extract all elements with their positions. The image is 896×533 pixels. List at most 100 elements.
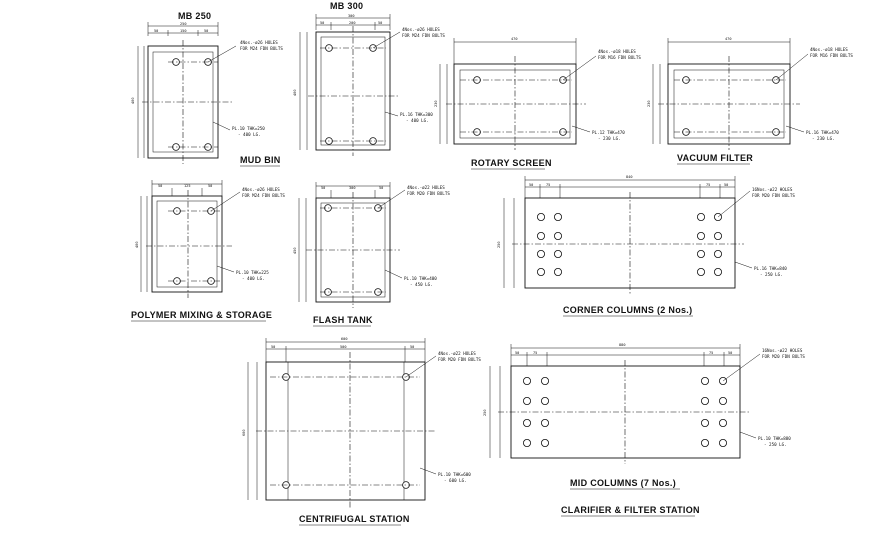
- detail-rotary-screen: 470 230 4Nos.-ø18 HOLES FOR M16 FDN BOLT…: [434, 37, 641, 170]
- dim-top-1: 50: [529, 183, 533, 187]
- anchor-hole: [523, 438, 532, 447]
- plate-note: PL.10 THK=400: [404, 276, 437, 281]
- title-centrifugal: CENTRIFUGAL STATION: [299, 514, 410, 524]
- plate-note: PL.10 THK=225: [236, 270, 269, 275]
- detail-mid-columns: 880 50 75 75 50 250 16Nos.-ø22 HOLES FOR…: [483, 343, 805, 517]
- dim-top-2: 125: [184, 184, 191, 188]
- dim-left-overall: 230: [647, 101, 651, 108]
- dim-top-overall: 840: [626, 175, 633, 179]
- header-mb-250: MB 250: [178, 11, 211, 21]
- detail-centrifugal: 600 50 500 50 600 4Nos.-ø22 HOLES FOR M2…: [242, 337, 481, 526]
- anchor-hole: [697, 212, 706, 221]
- detail-corner-columns: 840 50 75 75 50 250 16Nos.-ø22 HOLES FOR…: [497, 175, 795, 317]
- dim-top-2: 75: [546, 183, 550, 187]
- dim-top-overall: 470: [725, 37, 732, 41]
- dim-left-overall: 600: [242, 430, 246, 437]
- plate-note: PL.16 THK=840: [754, 266, 787, 271]
- dim-top-3: 50: [410, 345, 414, 349]
- anchor-hole: [719, 396, 728, 405]
- holes-note: 4Nos.-ø26 HOLES: [240, 40, 278, 45]
- anchor-hole: [523, 418, 532, 427]
- holes-note: 16Nos.-ø22 HOLES: [762, 348, 803, 353]
- plate-note: PL.16 THK=470: [806, 130, 839, 135]
- anchor-hole: [697, 249, 706, 258]
- dim-left-overall: 250: [483, 410, 487, 417]
- dim-top-2: 75: [533, 351, 537, 355]
- anchor-hole: [714, 267, 723, 276]
- dim-top-3: 50: [208, 184, 212, 188]
- dim-top-2: 500: [340, 345, 347, 349]
- dim-top-2: 200: [349, 21, 356, 25]
- plate-note: PL.10 THK=250: [232, 126, 265, 131]
- anchor-hole: [537, 267, 546, 276]
- bolts-note: FOR M20 FDN BOLTS: [762, 354, 805, 359]
- anchor-hole: [701, 438, 710, 447]
- title-mud-bin: MUD BIN: [240, 155, 281, 165]
- plate-note: PL.16 THK=300: [400, 112, 433, 117]
- size-note: - 600 LG.: [444, 478, 467, 483]
- detail-mud-bin: MB 250 250 50 150 50 400 4Nos.-ø26 HOLES…: [131, 11, 283, 167]
- dim-top-4: 75: [709, 351, 713, 355]
- size-note: - 250 LG.: [764, 442, 787, 447]
- header-mb-300: MB 300: [330, 1, 363, 11]
- plate-note: PL.10 THK=600: [438, 472, 471, 477]
- title-corner-columns: CORNER COLUMNS (2 Nos.): [563, 305, 692, 315]
- dim-top-1: 50: [320, 21, 324, 25]
- anchor-hole: [523, 376, 532, 385]
- dim-top-5: 50: [724, 183, 728, 187]
- anchor-hole: [701, 396, 710, 405]
- anchor-hole: [554, 212, 563, 221]
- holes-note: 4Nos.-ø22 HOLES: [407, 185, 445, 190]
- bolts-note: FOR M20 FDN BOLTS: [407, 191, 450, 196]
- dim-top-3: 50: [379, 186, 383, 190]
- size-note: - 250 LG.: [760, 272, 783, 277]
- dim-top-1: 50: [321, 186, 325, 190]
- anchor-hole: [541, 376, 550, 385]
- size-note: - 400 LG.: [406, 118, 429, 123]
- dim-left-overall: 400: [293, 90, 297, 97]
- dim-top-overall: 470: [511, 37, 518, 41]
- size-note: - 450 LG.: [410, 282, 433, 287]
- anchor-hole: [537, 249, 546, 258]
- size-note: - 230 LG.: [812, 136, 835, 141]
- size-note: - 400 LG.: [238, 132, 261, 137]
- dim-top-1: 50: [158, 184, 162, 188]
- anchor-hole: [554, 267, 563, 276]
- dim-top-1: 50: [271, 345, 275, 349]
- dim-top-overall: 600: [341, 337, 348, 341]
- plate-note: PL.10 THK=880: [758, 436, 791, 441]
- holes-note: 4Nos.-ø22 HOLES: [438, 351, 476, 356]
- dim-top-3: 50: [204, 29, 208, 33]
- dim-left-overall: 400: [135, 242, 139, 249]
- title-flash-tank: FLASH TANK: [313, 315, 373, 325]
- dim-top-1: 50: [154, 29, 158, 33]
- dim-top-2: 300: [349, 186, 356, 190]
- title-polymer: POLYMER MIXING & STORAGE: [131, 310, 272, 320]
- dim-top-4: 75: [706, 183, 710, 187]
- size-note: - 230 LG.: [598, 136, 621, 141]
- holes-note: 4Nos.-ø18 HOLES: [810, 47, 848, 52]
- dim-left-overall: 230: [434, 101, 438, 108]
- anchor-hole: [719, 438, 728, 447]
- title-clarifier: CLARIFIER & FILTER STATION: [561, 505, 700, 515]
- bolts-note: FOR M16 FDN BOLTS: [598, 55, 641, 60]
- dim-top-2: 150: [180, 29, 187, 33]
- anchor-hole: [537, 231, 546, 240]
- anchor-hole: [701, 376, 710, 385]
- dim-top-overall: 880: [619, 343, 626, 347]
- bolts-note: FOR M20 FDN BOLTS: [438, 357, 481, 362]
- bolts-note: FOR M24 FDN BOLTS: [242, 193, 285, 198]
- detail-polymer: 50 125 50 400 4Nos.-ø26 HOLES FOR M24 FD…: [131, 180, 285, 322]
- dim-left-overall: 250: [497, 242, 501, 249]
- holes-note: 4Nos.-ø18 HOLES: [598, 49, 636, 54]
- dim-left-overall: 450: [293, 248, 297, 255]
- anchor-hole: [697, 231, 706, 240]
- bolts-note: FOR M16 FDN BOLTS: [810, 53, 853, 58]
- anchor-hole: [697, 267, 706, 276]
- anchor-hole: [554, 231, 563, 240]
- plate-note: PL.12 THK=470: [592, 130, 625, 135]
- dim-top-1: 50: [515, 351, 519, 355]
- dim-top-5: 50: [728, 351, 732, 355]
- title-vacuum-filter: VACUUM FILTER: [677, 153, 753, 163]
- title-rotary-screen: ROTARY SCREEN: [471, 158, 552, 168]
